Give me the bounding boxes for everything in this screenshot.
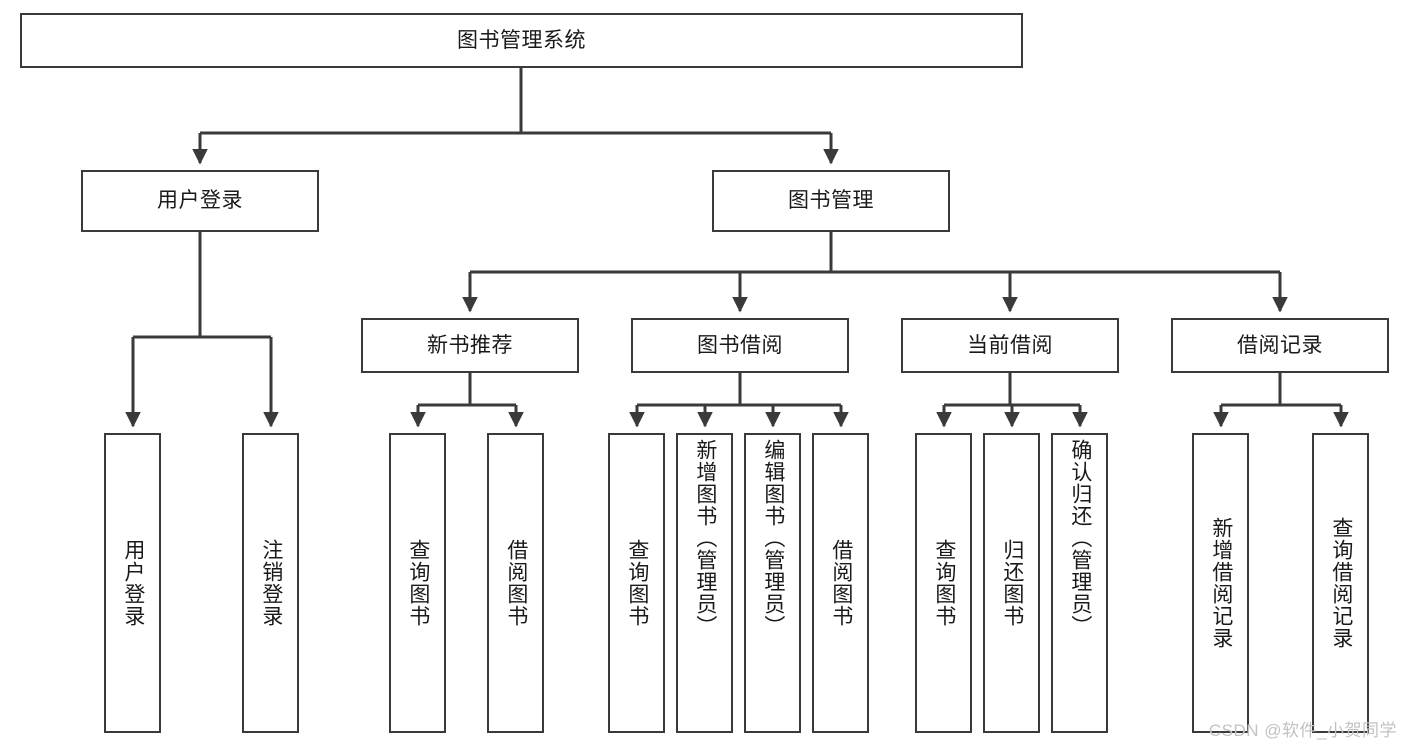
leaf-edit-book[interactable]: 编辑图书（管理员） bbox=[744, 433, 801, 733]
leaf-edit-book-label: 编辑图书（管理员） bbox=[761, 439, 785, 637]
node-root[interactable]: 图书管理系统 bbox=[20, 13, 1023, 68]
leaf-borrow-book-a-label: 借阅图书 bbox=[504, 539, 528, 627]
node-user-login[interactable]: 用户登录 bbox=[81, 170, 319, 232]
leaf-add-borrow-record-label: 新增借阅记录 bbox=[1209, 517, 1233, 649]
edges-newbook-to-leaves bbox=[410, 373, 524, 428]
node-borrow-record-label: 借阅记录 bbox=[1237, 333, 1323, 357]
node-root-label: 图书管理系统 bbox=[457, 28, 586, 52]
edges-bookmanage-to-level2 bbox=[462, 232, 1288, 313]
leaf-return-book[interactable]: 归还图书 bbox=[983, 433, 1040, 733]
leaf-query-borrow-record-label: 查询借阅记录 bbox=[1329, 517, 1353, 649]
leaf-add-book-label: 新增图书（管理员） bbox=[693, 439, 717, 637]
edges-root-to-level1 bbox=[192, 68, 839, 165]
leaf-add-book[interactable]: 新增图书（管理员） bbox=[676, 433, 733, 733]
edges-bookborrow-to-leaves bbox=[629, 373, 849, 428]
leaf-query-book-b-label: 查询图书 bbox=[625, 539, 649, 627]
leaf-query-book-a-label: 查询图书 bbox=[406, 539, 430, 627]
leaf-query-book-c-label: 查询图书 bbox=[932, 539, 956, 627]
edges-userlogin-to-leaves bbox=[125, 232, 279, 428]
leaf-confirm-return[interactable]: 确认归还（管理员） bbox=[1051, 433, 1108, 733]
leaf-return-book-label: 归还图书 bbox=[1000, 539, 1024, 627]
leaf-user-logout-label: 注销登录 bbox=[259, 539, 283, 627]
leaf-query-book-b[interactable]: 查询图书 bbox=[608, 433, 665, 733]
leaf-user-login-label: 用户登录 bbox=[121, 539, 145, 627]
leaf-query-borrow-record[interactable]: 查询借阅记录 bbox=[1312, 433, 1369, 733]
node-new-book-recommend-label: 新书推荐 bbox=[427, 333, 513, 357]
leaf-borrow-book-b[interactable]: 借阅图书 bbox=[812, 433, 869, 733]
leaf-borrow-book-a[interactable]: 借阅图书 bbox=[487, 433, 544, 733]
leaf-query-book-c[interactable]: 查询图书 bbox=[915, 433, 972, 733]
node-current-borrow-label: 当前借阅 bbox=[967, 333, 1053, 357]
leaf-add-borrow-record[interactable]: 新增借阅记录 bbox=[1192, 433, 1249, 733]
leaf-confirm-return-label: 确认归还（管理员） bbox=[1068, 439, 1092, 637]
node-book-manage-label: 图书管理 bbox=[788, 189, 874, 213]
node-book-manage[interactable]: 图书管理 bbox=[712, 170, 950, 232]
node-book-borrow-label: 图书借阅 bbox=[697, 333, 783, 357]
node-user-login-label: 用户登录 bbox=[157, 189, 243, 213]
leaf-user-logout[interactable]: 注销登录 bbox=[242, 433, 299, 733]
node-current-borrow[interactable]: 当前借阅 bbox=[901, 318, 1119, 373]
edges-borrowrecord-to-leaves bbox=[1213, 373, 1349, 428]
edges-currentborrow-to-leaves bbox=[936, 373, 1088, 428]
leaf-user-login[interactable]: 用户登录 bbox=[104, 433, 161, 733]
node-new-book-recommend[interactable]: 新书推荐 bbox=[361, 318, 579, 373]
node-borrow-record[interactable]: 借阅记录 bbox=[1171, 318, 1389, 373]
csdn-watermark: CSDN @软件_小贺同学 bbox=[1208, 721, 1397, 740]
leaf-query-book-a[interactable]: 查询图书 bbox=[389, 433, 446, 733]
leaf-borrow-book-b-label: 借阅图书 bbox=[829, 539, 853, 627]
node-book-borrow[interactable]: 图书借阅 bbox=[631, 318, 849, 373]
